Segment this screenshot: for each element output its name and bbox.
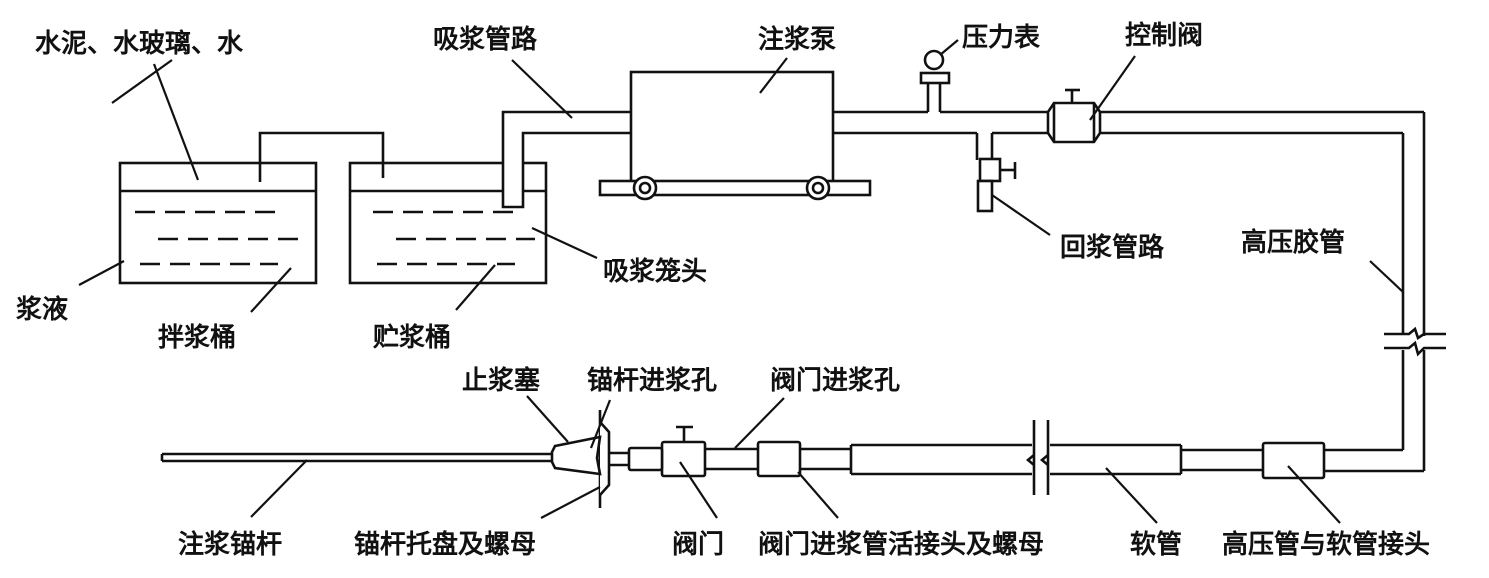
- grouting-anchor-rod: [160, 452, 552, 463]
- label-high-pressure-hose: 高压胶管: [1241, 227, 1345, 258]
- label-materials: 水泥、水玻璃、水: [35, 28, 244, 59]
- pressure-gauge: [919, 49, 951, 112]
- discharge-pipe: [833, 110, 1424, 135]
- control-valve: [1046, 88, 1102, 144]
- label-storage-bucket: 贮浆桶: [373, 322, 451, 353]
- label-suction-cage-head: 吸浆笼头: [603, 256, 707, 287]
- label-valve: 阀门: [672, 530, 724, 560]
- label-mixing-bucket: 拌浆桶: [158, 322, 236, 353]
- label-hp-soft-joint: 高压管与软管接头: [1222, 529, 1430, 560]
- return-pipe: [975, 133, 1017, 213]
- label-anchor-inlet-hole: 锚杆进浆孔: [587, 365, 717, 396]
- label-grouting-anchor: 注浆锚杆: [178, 529, 282, 560]
- label-grout-liquid: 浆液: [16, 294, 68, 325]
- label-valve-inlet-hole: 阀门进浆孔: [770, 365, 900, 396]
- soft-hose: [849, 420, 1183, 495]
- leader-lines: [78, 39, 1404, 524]
- mixing-bucket: [118, 161, 318, 285]
- valve-inlet-union: [756, 440, 802, 478]
- hp-soft-hose-joint: [1261, 441, 1326, 480]
- valve: [660, 425, 707, 478]
- label-return-pipe: 回浆管路: [1060, 232, 1165, 263]
- label-control-valve: 控制阀: [1125, 21, 1203, 51]
- label-grout-pump: 注浆泵: [758, 24, 836, 55]
- bucket-connector: [258, 131, 385, 182]
- high-pressure-hose: [1325, 112, 1446, 473]
- anchor-inlet: [627, 446, 664, 472]
- label-valve-inlet-union-nut: 阀门进浆管活接头及螺母: [758, 529, 1044, 560]
- label-pressure-gauge: 压力表: [962, 23, 1041, 53]
- label-suction-pipe: 吸浆管路: [433, 24, 538, 55]
- grout-pump: [598, 70, 872, 201]
- label-anchor-tray-nut: 锚杆托盘及螺母: [354, 529, 536, 560]
- label-grout-stop-plug: 止浆塞: [462, 365, 540, 396]
- label-soft-hose: 软管: [1130, 530, 1182, 560]
